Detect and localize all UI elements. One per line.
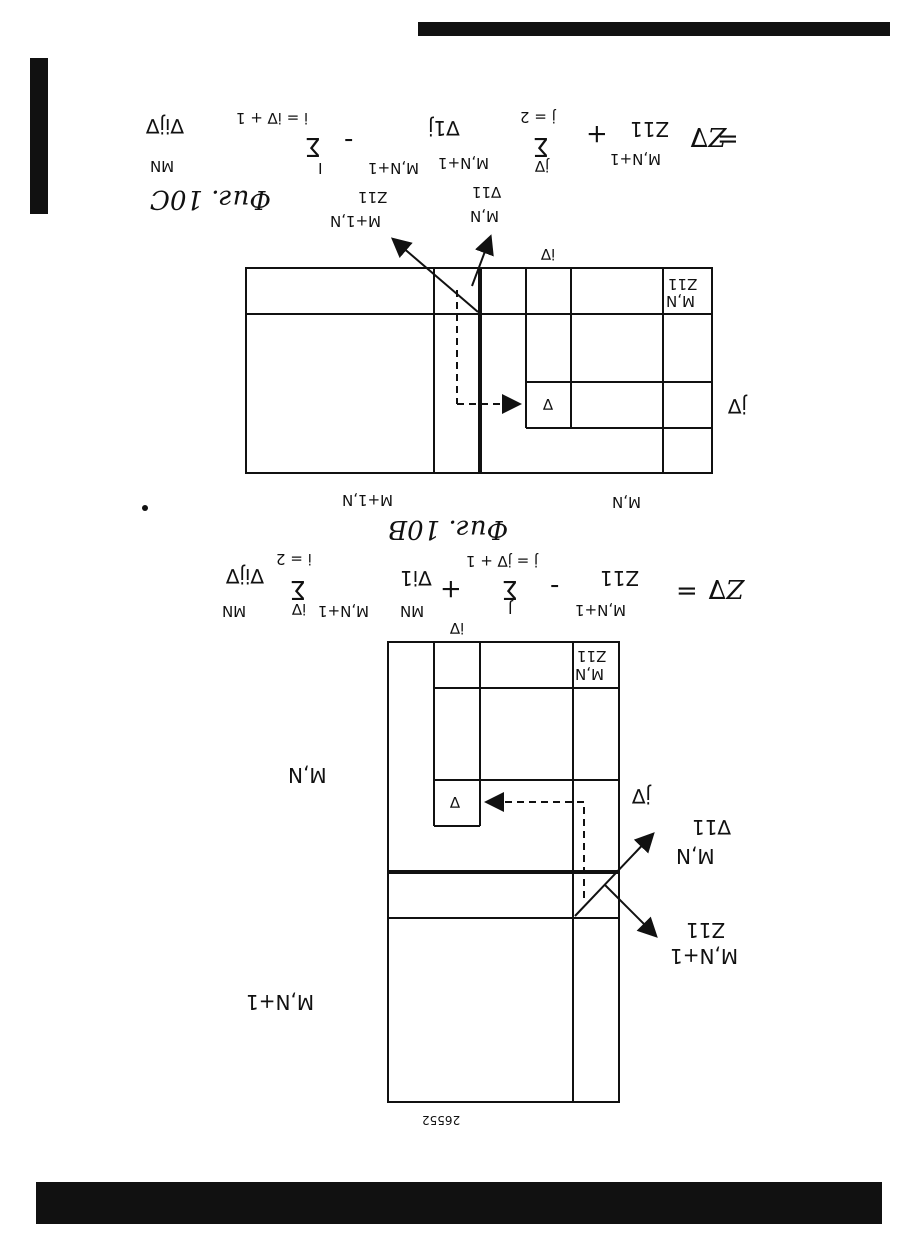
fig10c-sum1-symbol: Σ: [533, 133, 549, 159]
page-number: 26552: [422, 1114, 460, 1126]
fig10b-col-label: i∇: [450, 620, 464, 635]
fig10b-sum2-symbol: Σ: [290, 576, 306, 602]
fig10c-delta-1j-sup: M,N+1: [438, 155, 489, 170]
fig10c-row-label: j∇: [728, 396, 747, 416]
fig10c-equals: =: [717, 126, 739, 152]
fig10c-arrow-label-bottom: ∇11: [472, 184, 501, 199]
fig10b-arrow-label-bottom-sup: M,N+1: [670, 946, 738, 966]
fig10c-sum1-top: j∇: [535, 158, 549, 173]
fig10c-arrows: [394, 238, 490, 312]
fig10c-bottom-left-label: M+1,N: [342, 492, 393, 507]
fig10c-matrix: [246, 268, 712, 473]
fig10b-mid-label: M,N: [288, 765, 327, 785]
fig10c-delta-ij-sup: MN: [150, 158, 174, 173]
fig10c-col-label: i∇: [541, 246, 555, 261]
fig10c-z11-sup: M,N+1: [610, 151, 661, 166]
fig10c-cell-label: Z11: [668, 276, 697, 291]
fig10b-minus: -: [550, 574, 559, 600]
fig10c-z11: Z11: [630, 119, 669, 139]
fig10b-sum2-bottom: i = 2: [276, 551, 312, 566]
fig10c-extra-sup: M,N+1: [368, 160, 419, 175]
fig10c-arrow-label-top-sup: M+1,N: [330, 213, 381, 228]
fig10c-sum1-bottom: j = 2: [520, 109, 556, 124]
speck: [142, 505, 148, 511]
fig10c-sum2-bottom: i = i∇ + 1: [236, 110, 308, 125]
fig10b-dashed-path: [488, 802, 584, 898]
fig10b-arrow-label-bottom: Z11: [686, 920, 725, 940]
fig10c-cell-label-sup: M,N: [666, 293, 695, 308]
fig10b-delta-ij-sup: MN: [222, 603, 246, 618]
fig10b-equation-lhs: Z∇: [708, 575, 744, 601]
fig10b-sum2-top: i∇: [292, 601, 306, 616]
fig10b-delta-i1: ∇i1: [400, 568, 432, 588]
fig10c-delta-ij: ∇ij∇: [146, 116, 184, 136]
fig10b-caption: Фиг. 10B: [388, 516, 508, 542]
fig10b-arrows: [575, 835, 655, 935]
fig10b-extra-sup: M,N+1: [318, 603, 369, 618]
fig10c-dashed-path: [457, 290, 518, 404]
fig10c-bottom-right-label: M,N: [612, 494, 641, 509]
fig10b-cell-label: Z11: [577, 648, 606, 663]
fig10b-row-label: j∇: [632, 786, 651, 806]
fig10b-delta-i1-sup: MN: [400, 603, 424, 618]
fig10b-plus: +: [440, 576, 462, 602]
fig10b-arrow-label-top-sup: M,N: [676, 846, 715, 866]
fig10c-delta-1j: ∇1j: [428, 118, 460, 138]
fig10b-arrow-label-top: ∇11: [692, 817, 731, 837]
fig10c-delta-cell: ∇: [543, 396, 553, 411]
fig10c-arrow-label-top: Z11: [358, 189, 387, 204]
fig10b-equals: =: [676, 578, 698, 604]
fig10c-sum2-symbol: Σ: [305, 133, 321, 159]
fig10b-cell-label-sup: M,N: [575, 666, 604, 681]
fig10c-minus: -: [344, 128, 353, 154]
fig10b-sum1-top: J: [508, 600, 512, 615]
fig10b-sum1-bottom: j = j∇ + 1: [466, 553, 538, 568]
fig10c-caption: Фиг. 10C: [150, 186, 271, 212]
fig10b-lower-label: M,N+1: [246, 992, 314, 1012]
fig10c-arrow-label-bottom-sup: M,N: [470, 208, 499, 223]
fig10c-sum2-top: I: [318, 160, 322, 175]
fig10b-delta-ij: ∇ij∇: [226, 566, 264, 586]
fig10b-z11: Z11: [600, 568, 639, 588]
fig10c-plus: +: [586, 121, 608, 147]
fig10b-delta-cell: ∇: [450, 794, 460, 809]
fig10b-z11-sup: M,N+1: [575, 602, 626, 617]
